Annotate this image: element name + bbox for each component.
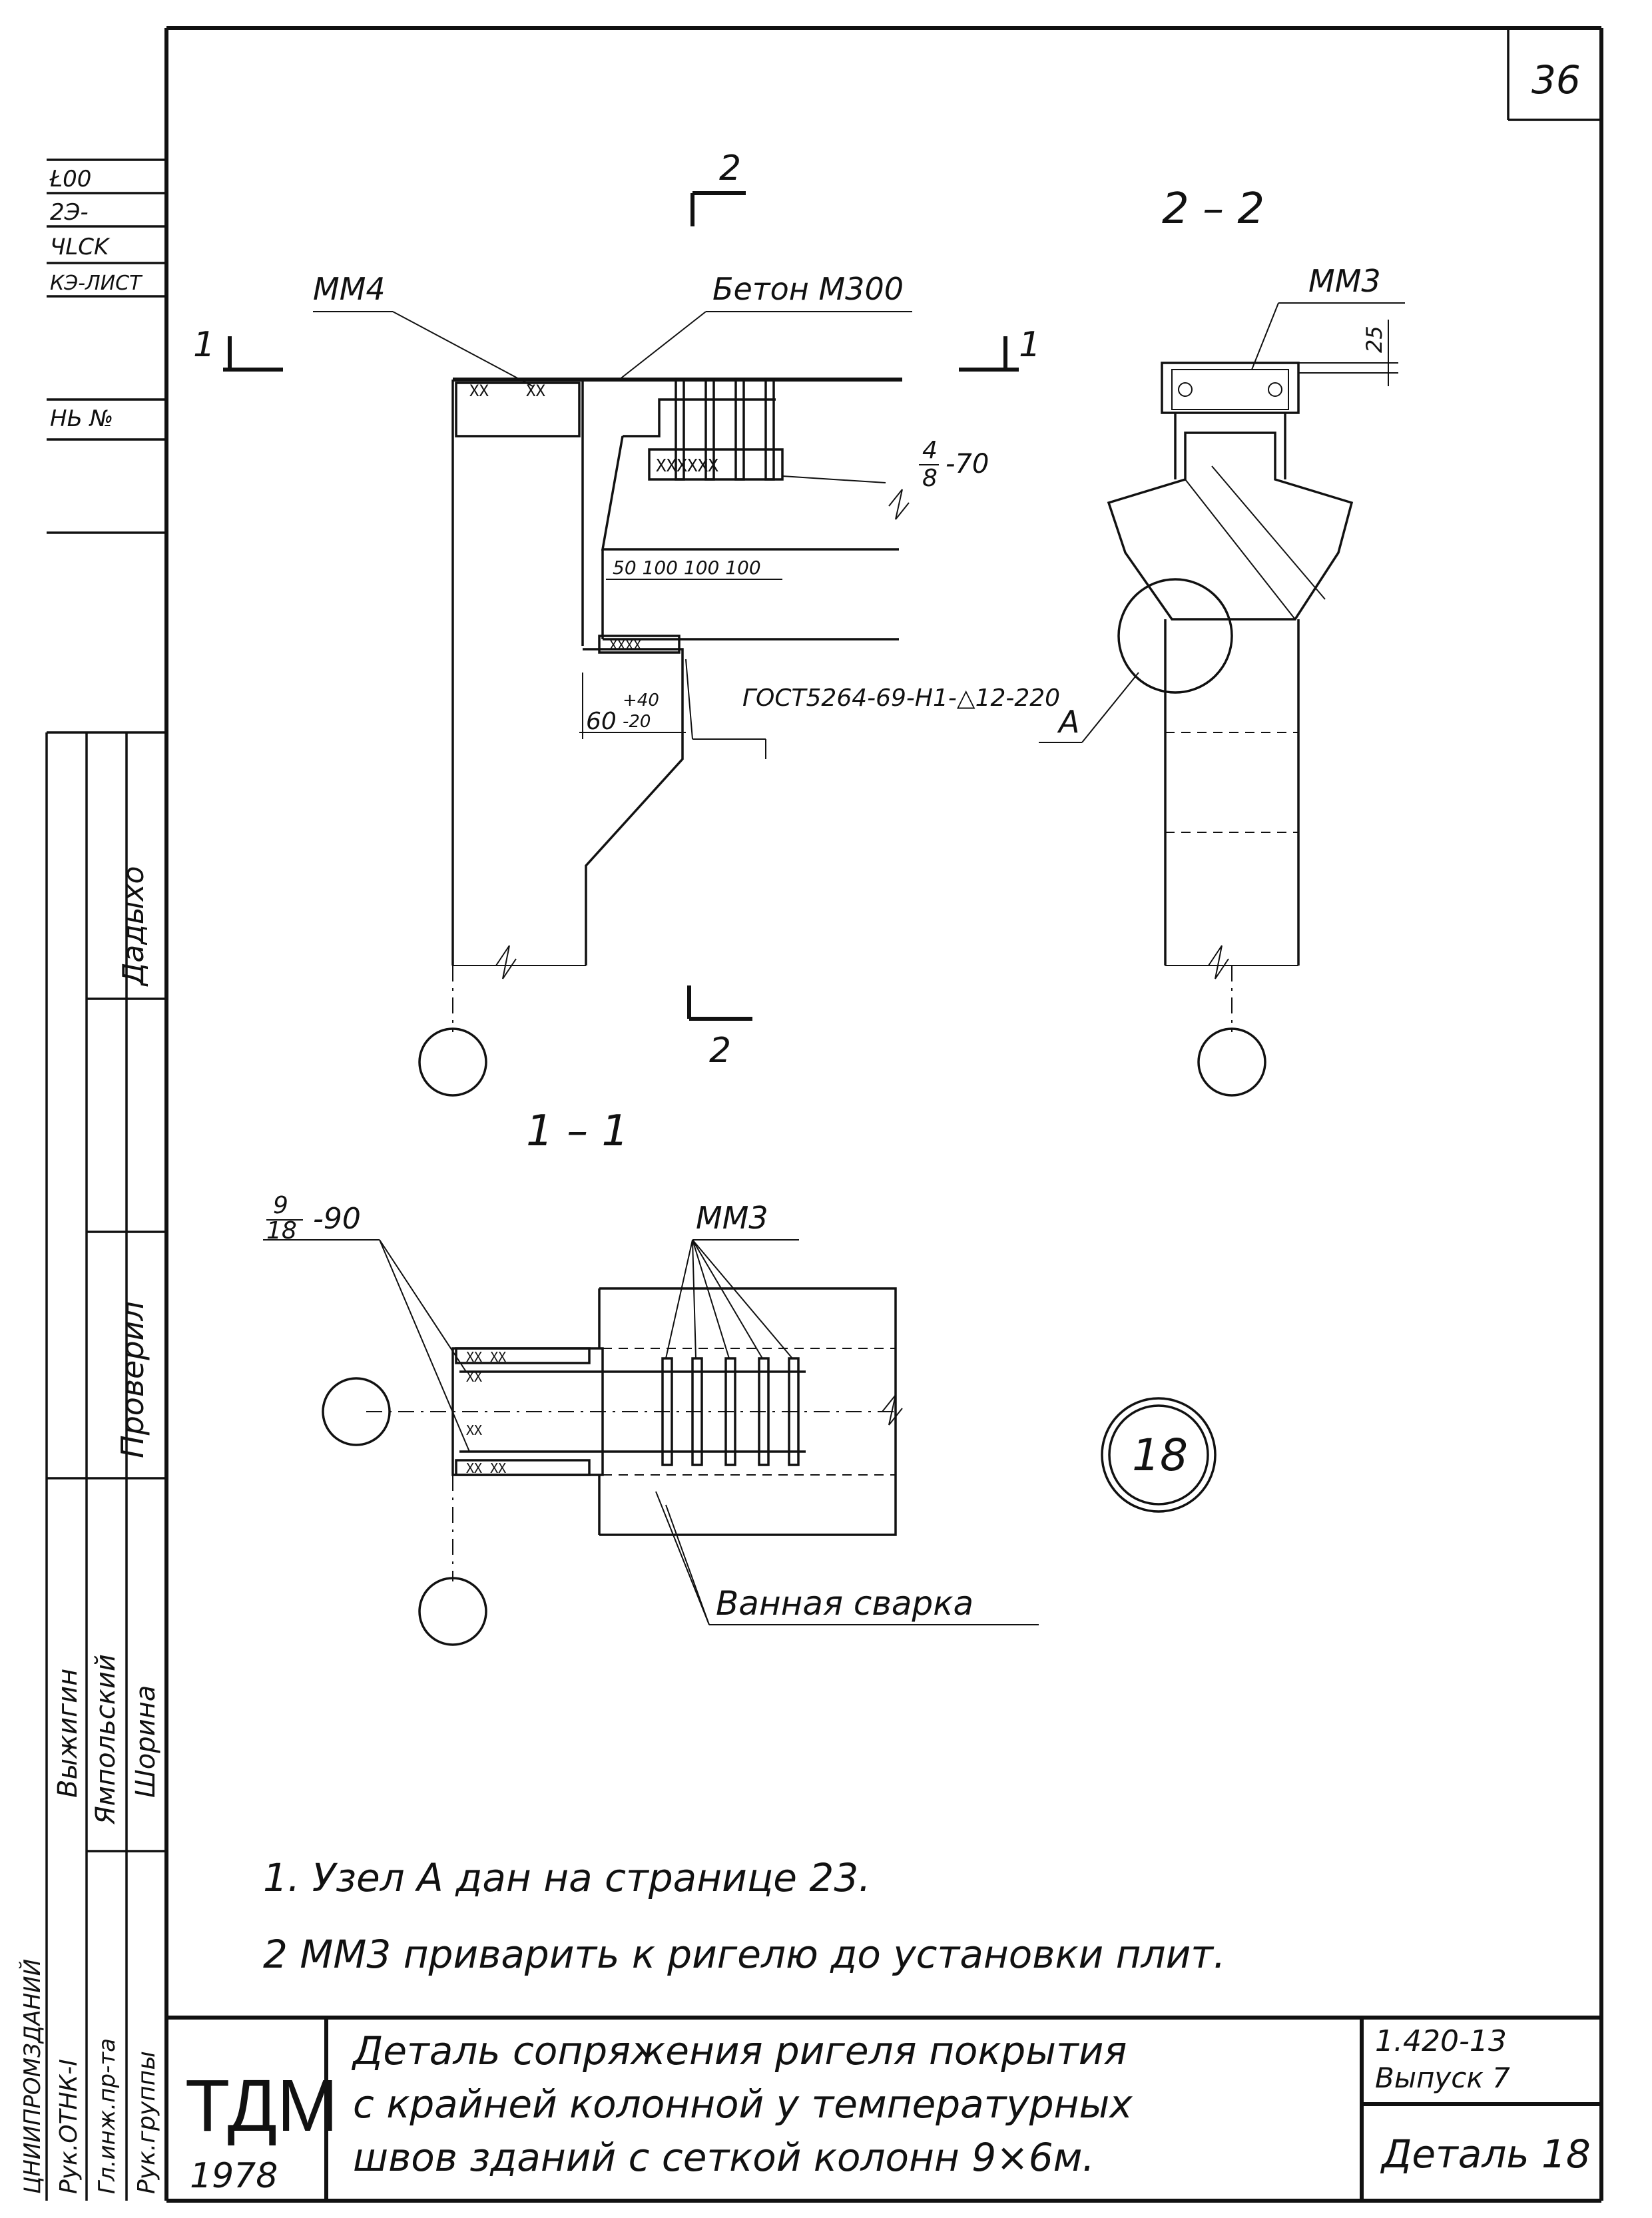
note-2: 2 ММ3 приварить к ригелю до установки пл… (263, 1932, 1226, 1977)
svg-text:XXXX: XXXX (609, 637, 641, 653)
label-mm3-plan: ММ3 (696, 1200, 768, 1236)
stamp-name-shorina: Шорина (131, 1685, 161, 1798)
stamp-cell-3: ЧLCK (50, 234, 111, 260)
section-mark-2-bottom (687, 985, 752, 1021)
dim-60-plus: +40 (623, 691, 659, 710)
stamp-name-yampolsky: Ямпольский (91, 1654, 121, 1825)
label-gost-weld: ГОСТ5264-69-Н1-△12-220 (742, 685, 1060, 712)
elevation-view: XX XX XXXXXX XXXX (313, 311, 912, 1097)
stamp-cell-1: Ł00 (49, 166, 91, 192)
title-block-issue: Выпуск 7 (1375, 2062, 1510, 2094)
section-2-2-view (1039, 302, 1405, 1097)
stamp-name-vyzhigin: Выжигин (53, 1669, 83, 1798)
dim-60-main: 60 (586, 708, 617, 735)
title-block-logo: ТДМ (185, 2065, 338, 2147)
svg-text:XX XX: XX XX (466, 1460, 506, 1476)
stamp-cell-4: КЭ-ЛИСТ (50, 272, 143, 295)
title-line-1: Деталь сопряжения ригеля покрытия (351, 2028, 1127, 2074)
label-mm3-top: ММ3 (1308, 263, 1381, 299)
label-node-a: А (1057, 704, 1079, 740)
section-mark-2-top (690, 191, 746, 226)
stamp-cell-2: 2Э- (50, 199, 89, 226)
stamp-name-dadykho: Дадыхо (117, 866, 150, 987)
section-1-1-title: 1 – 1 (526, 1107, 629, 1156)
title-line-2: с крайней колонной у температурных (353, 2081, 1133, 2127)
stamp-role-ruk-otnk: Рук.ОТНК-I (55, 2059, 83, 2194)
section-mark-1-left (223, 336, 283, 372)
label-rebar-9-18-num: 9 (273, 1192, 288, 1219)
label-mm4: ММ4 (313, 271, 386, 307)
section-2-2-title: 2 – 2 (1162, 184, 1264, 234)
detail-badge (1101, 1397, 1217, 1513)
side-stamp (45, 158, 166, 2201)
note-1: 1. Узел А дан на странице 23. (263, 1855, 871, 1900)
dim-25: 25 (1362, 326, 1387, 353)
title-block (166, 2016, 1601, 2201)
svg-text:XXXXXX: XXXXXX (656, 456, 718, 476)
stamp-role-proveril: Проверил (115, 1301, 150, 1458)
svg-text:XX: XX (469, 382, 489, 400)
stamp-org-vertical: ЦНИИПРОМЗДАНИЙ (19, 1959, 46, 2194)
label-rebar-4-8-num: 4 (922, 437, 938, 464)
label-rebar-9-18-den: 18 (266, 1217, 297, 1245)
stamp-role-gl-inzh: Гл.инж.пр-та (94, 2038, 121, 2194)
section-mark-2-bottom-label: 2 (709, 1031, 731, 1071)
label-rebar-9-18-len: -90 (313, 1202, 361, 1236)
label-vannaya-svarka: Ванная сварка (716, 1584, 973, 1623)
title-block-year: 1978 (190, 2156, 278, 2196)
svg-text:XX: XX (466, 1422, 482, 1438)
label-rebar-4-8-len: -70 (946, 449, 989, 479)
stamp-cell-5: НЬ № (50, 406, 113, 432)
label-rebar-4-8-den: 8 (922, 465, 938, 492)
label-beton-m300: Бетон М300 (712, 271, 904, 307)
section-mark-2-top-label: 2 (719, 148, 741, 188)
dims-50-100: 50 100 100 100 (613, 557, 761, 579)
stamp-role-ruk-gruppy: Рук.группы (133, 2051, 160, 2194)
title-block-series: 1.420-13 (1375, 2024, 1507, 2058)
page-number: 36 (1531, 57, 1581, 103)
section-mark-1-left-label: 1 (193, 325, 215, 365)
dim-60-minus: -20 (623, 712, 651, 732)
detail-badge-number: 18 (1132, 1430, 1188, 1481)
section-mark-1-right (959, 336, 1019, 372)
section-mark-1-right-label: 1 (1019, 325, 1041, 365)
svg-text:XX XX: XX XX (466, 1349, 506, 1365)
title-block-detail: Деталь 18 (1380, 2131, 1591, 2177)
title-line-3: швов зданий с сеткой колонн 9×6м. (353, 2135, 1095, 2180)
section-1-1-view: XX XX XX XX XX XX (263, 1239, 1039, 1646)
